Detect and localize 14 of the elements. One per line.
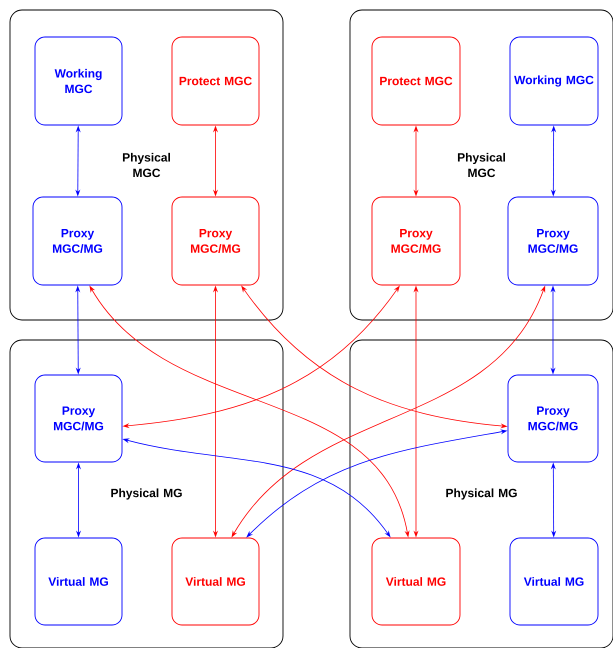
- box: Proxy MGC/MG: [32, 196, 122, 286]
- box: Virtual MG: [372, 538, 460, 626]
- box: Proxy MGC/MG: [34, 374, 122, 462]
- box: Virtual MG: [510, 538, 598, 626]
- box: Protect MGC: [372, 36, 460, 126]
- box: Virtual MG: [34, 538, 122, 626]
- box: Proxy MGC/MG: [372, 196, 460, 286]
- box: Working MGC: [34, 36, 122, 126]
- box: Working MGC: [510, 36, 598, 126]
- box: Proxy MGC/MG: [508, 196, 598, 286]
- box: Protect MGC: [172, 36, 260, 126]
- box: Proxy MGC/MG: [172, 196, 260, 286]
- box: Proxy MGC/MG: [508, 374, 598, 462]
- box: Virtual MG: [172, 538, 260, 626]
